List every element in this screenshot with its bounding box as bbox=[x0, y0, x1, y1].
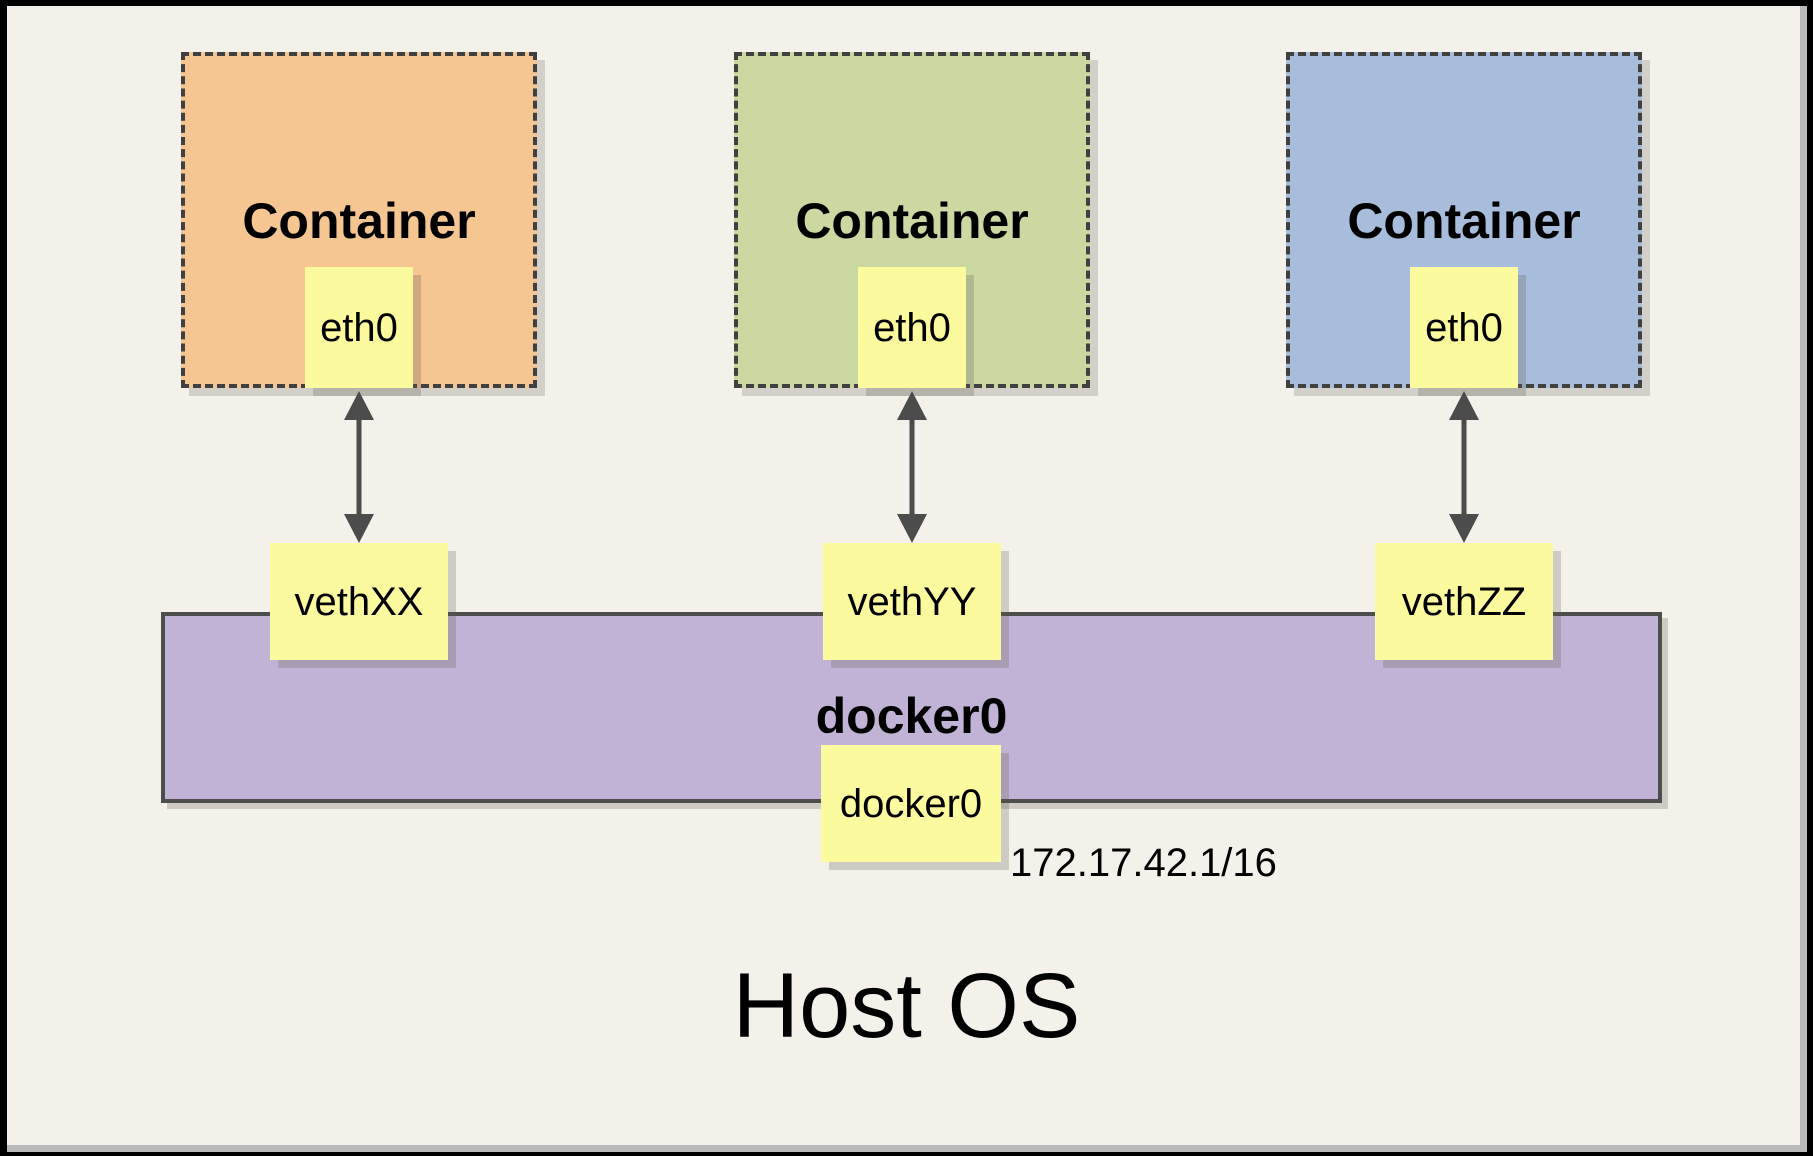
container-2-eth0-box: eth0 bbox=[858, 267, 966, 388]
vethxx-box: vethXX bbox=[270, 543, 448, 660]
container-3-eth0-box: eth0 bbox=[1410, 267, 1518, 388]
vethxx-label: vethXX bbox=[294, 579, 424, 624]
container-1-eth0-box: eth0 bbox=[305, 267, 413, 388]
container-1-label: Container bbox=[242, 193, 476, 249]
container-box-1: Container eth0 bbox=[181, 52, 537, 388]
host-os-label: Host OS bbox=[732, 955, 1081, 1057]
arrow-eth0-to-vethxx bbox=[344, 391, 374, 543]
container-3-label: Container bbox=[1347, 193, 1581, 249]
container-2-label: Container bbox=[795, 193, 1029, 249]
container-2-eth0-label: eth0 bbox=[873, 305, 951, 350]
container-box-2: Container eth0 bbox=[734, 52, 1090, 388]
container-1-eth0-label: eth0 bbox=[320, 305, 398, 350]
vethyy-box: vethYY bbox=[823, 543, 1001, 660]
docker0-interface-label: docker0 bbox=[839, 781, 983, 826]
bridge-ip-address: 172.17.42.1/16 bbox=[1010, 841, 1277, 885]
vethzz-box: vethZZ bbox=[1375, 543, 1553, 660]
vethzz-label: vethZZ bbox=[1401, 579, 1527, 624]
docker0-interface-box: docker0 bbox=[821, 745, 1001, 862]
docker0-bridge-label: docker0 bbox=[815, 688, 1008, 744]
container-3-eth0-label: eth0 bbox=[1425, 305, 1503, 350]
arrow-eth0-to-vethzz bbox=[1449, 391, 1479, 543]
arrow-eth0-to-vethyy bbox=[897, 391, 927, 543]
container-box-3: Container eth0 bbox=[1286, 52, 1642, 388]
vethyy-label: vethYY bbox=[847, 579, 977, 624]
